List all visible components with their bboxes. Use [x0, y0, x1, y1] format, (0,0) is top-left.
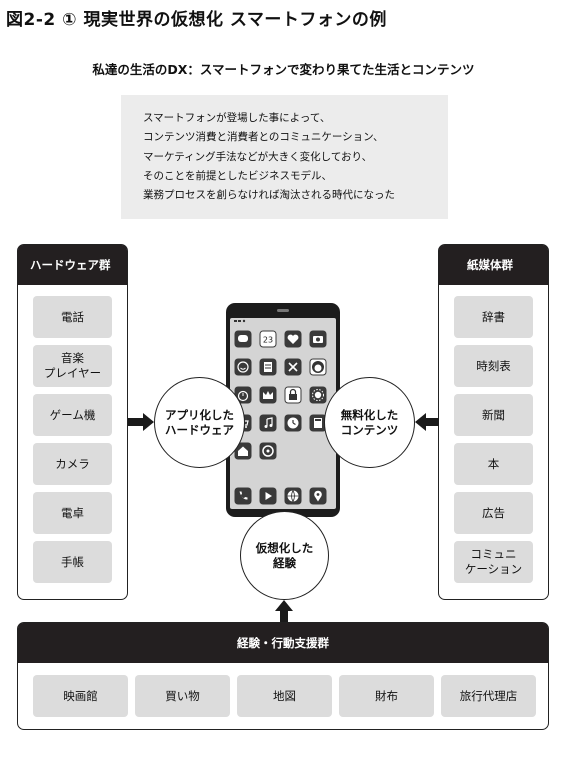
paper-media-panel: 紙媒体群 辞書 時刻表 新聞 本 広告 コミュニ ケーション	[438, 244, 549, 600]
brightness-icon[interactable]	[309, 386, 327, 404]
experience-item-shopping: 買い物	[135, 675, 230, 717]
description-line: コンテンツ消費と消費者とのコミュニケーション、	[143, 131, 384, 144]
paper-item-advertisement: 広告	[454, 492, 533, 534]
twitter-icon[interactable]	[284, 358, 302, 376]
calendar-icon[interactable]: 23	[259, 330, 277, 348]
emoji-icon[interactable]	[234, 358, 252, 376]
experience-panel: 経験・行動支援群 映画館 買い物 地図 財布 旅行代理店	[17, 622, 549, 730]
experience-item-travel-agency: 旅行代理店	[441, 675, 536, 717]
home-icon[interactable]	[234, 442, 252, 460]
description-box: スマートフォンが登場した事によって、 コンテンツ消費と消費者とのコミュニケーショ…	[121, 95, 448, 219]
globe-icon[interactable]	[284, 487, 302, 505]
avatar-icon[interactable]	[309, 358, 327, 376]
paper-media-panel-title: 紙媒体群	[439, 245, 548, 285]
steering-icon[interactable]	[259, 442, 277, 460]
virtual-experience-circle: 仮想化した 経験	[240, 511, 329, 600]
description-line: スマートフォンが登場した事によって、	[143, 112, 331, 124]
hardware-item-planner: 手帳	[33, 541, 112, 583]
notes-icon[interactable]	[259, 358, 277, 376]
experience-item-cinema: 映画館	[33, 675, 128, 717]
hardware-panel-title: ハードウェア群	[18, 245, 127, 285]
hardware-item-game-console: ゲーム機	[33, 394, 112, 436]
camera-icon[interactable]	[309, 330, 327, 348]
play-icon[interactable]	[259, 487, 277, 505]
free-content-circle: 無料化した コンテンツ	[324, 377, 415, 468]
arrow-left-to-phone	[128, 413, 154, 431]
description-line: 業務プロセスを創らなければ淘汰される時代になった	[143, 189, 395, 202]
hardware-item-music-player: 音楽 プレイヤー	[33, 345, 112, 387]
paper-item-book: 本	[454, 443, 533, 485]
arrow-bottom-to-phone	[275, 600, 293, 622]
location-icon[interactable]	[309, 487, 327, 505]
paper-item-timetable: 時刻表	[454, 345, 533, 387]
subtitle: 私達の生活のDX：スマートフォンで変わり果てた生活とコンテンツ	[92, 62, 475, 77]
apps-hardware-circle: アプリ化した ハードウェア	[154, 377, 245, 468]
phone-icons-layer: 23	[234, 330, 327, 505]
health-heart-icon[interactable]	[284, 330, 302, 348]
phone-app-grid: 23	[226, 303, 340, 517]
hardware-item-calculator: 電卓	[33, 492, 112, 534]
message-icon[interactable]	[234, 330, 252, 348]
crown-icon[interactable]	[259, 386, 277, 404]
hardware-panel: ハードウェア群 電話 音楽 プレイヤー ゲーム機 カメラ 電卓 手帳	[17, 244, 128, 600]
description-line: マーケティング手法などが大きく変化しており、	[143, 150, 373, 163]
experience-item-wallet: 財布	[339, 675, 434, 717]
experience-item-map: 地図	[237, 675, 332, 717]
svg-text:23: 23	[263, 336, 273, 345]
music-icon[interactable]	[259, 414, 277, 432]
arrow-right-to-phone	[415, 413, 439, 431]
clock-icon[interactable]	[284, 414, 302, 432]
hardware-item-phone: 電話	[33, 296, 112, 338]
paper-item-newspaper: 新聞	[454, 394, 533, 436]
figure-title: 図2-2 ① 現実世界の仮想化 スマートフォンの例	[6, 10, 387, 30]
lock-icon[interactable]	[284, 386, 302, 404]
hardware-item-camera: カメラ	[33, 443, 112, 485]
phone-icon[interactable]	[234, 487, 252, 505]
paper-item-dictionary: 辞書	[454, 296, 533, 338]
description-line: そのことを前提としたビジネスモデル、	[143, 169, 332, 182]
experience-panel-title: 経験・行動支援群	[18, 623, 548, 663]
paper-item-communication: コミュニ ケーション	[454, 541, 533, 583]
